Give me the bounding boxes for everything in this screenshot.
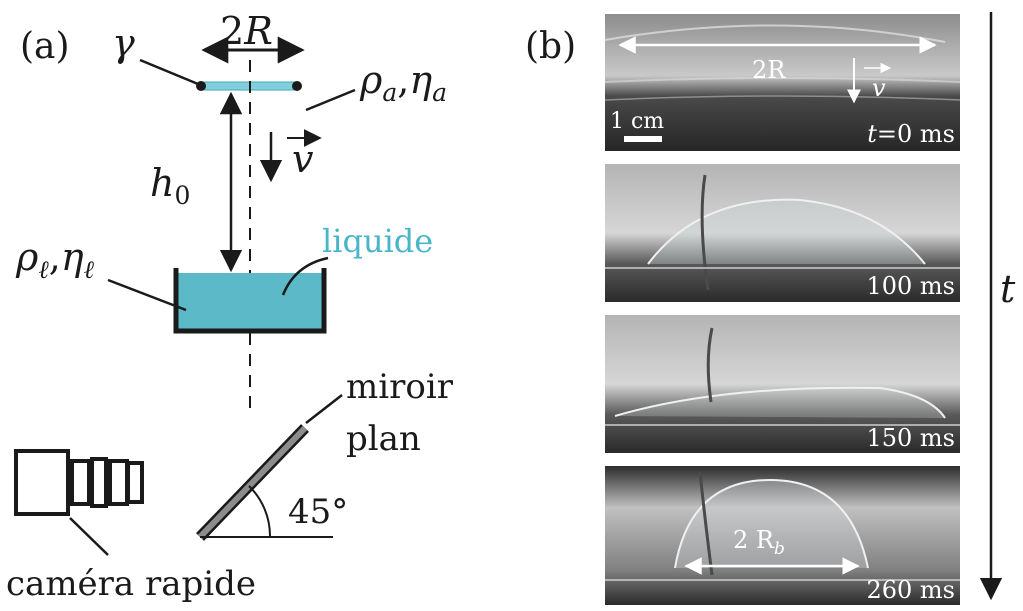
mirror-label-line2: plan xyxy=(346,419,421,459)
camera-icon xyxy=(14,449,144,516)
film-edge-left xyxy=(196,81,206,91)
panel-b-label: (b) xyxy=(525,26,576,67)
panel-a-label: (a) xyxy=(20,26,70,67)
frame-150ms-bubble xyxy=(614,386,946,419)
height-label: h0 xyxy=(150,161,190,210)
frame-0ms-width-label: 2R xyxy=(752,56,786,84)
frame-0ms: 2R v 1 cm t=0 ms xyxy=(604,14,961,151)
scale-bar-label: 1 cm xyxy=(610,109,664,134)
air-leader xyxy=(305,88,356,112)
liquid-properties: ρℓ,ηℓ xyxy=(15,235,95,284)
mirror-leader xyxy=(305,394,343,424)
frame-100ms-bubble xyxy=(647,198,926,265)
frame-0ms-velocity-symbol: v xyxy=(872,74,886,102)
container xyxy=(173,268,327,334)
film-edge-right xyxy=(292,81,302,91)
width-label: 2R xyxy=(220,9,273,53)
gamma-leader xyxy=(139,58,199,86)
air-properties: ρa,ηa xyxy=(359,58,447,107)
angle-label: 45° xyxy=(288,492,348,532)
frame-150ms-wire xyxy=(706,327,714,403)
panel-a: (a) 2R γ ρa,ηa v h0 ρℓ,ηℓ liquide xyxy=(6,9,454,604)
frame-100ms-image xyxy=(605,164,960,302)
frame-100ms-wire xyxy=(700,174,710,291)
frame-150ms-image xyxy=(605,315,960,453)
mirror xyxy=(197,425,308,540)
frame-100ms: 100 ms xyxy=(605,164,960,302)
frame-260ms-time: 260 ms xyxy=(866,576,955,604)
angle-arc xyxy=(248,485,272,538)
frame-150ms-time: 150 ms xyxy=(866,424,955,452)
frame-150ms: 150 ms xyxy=(605,315,960,453)
frame-260ms-image xyxy=(605,466,960,605)
velocity-symbol: v xyxy=(292,137,314,181)
camera-label: caméra rapide xyxy=(6,564,256,604)
frame-100ms-time: 100 ms xyxy=(866,272,955,300)
frame-260ms-bubble xyxy=(674,478,869,569)
bubble-diameter-label: 2 Rb xyxy=(733,526,785,559)
frame-0ms-time: t=0 ms xyxy=(867,120,955,148)
frame-260ms: 2 Rb 260 ms xyxy=(605,466,960,605)
time-axis-label: t xyxy=(1000,267,1016,311)
camera-leader xyxy=(69,517,109,556)
liquid-label-leader xyxy=(281,256,329,296)
scale-bar xyxy=(624,136,662,142)
surface-tension-symbol: γ xyxy=(112,21,135,65)
mirror-label-line1: miroir xyxy=(346,367,454,407)
panel-b: (b) 2R v 1 cm t=0 ms 100 ms xyxy=(525,12,1016,605)
liquid-bath xyxy=(176,273,324,331)
liquid-properties-leader xyxy=(107,278,187,312)
liquid-label: liquide xyxy=(322,222,433,260)
